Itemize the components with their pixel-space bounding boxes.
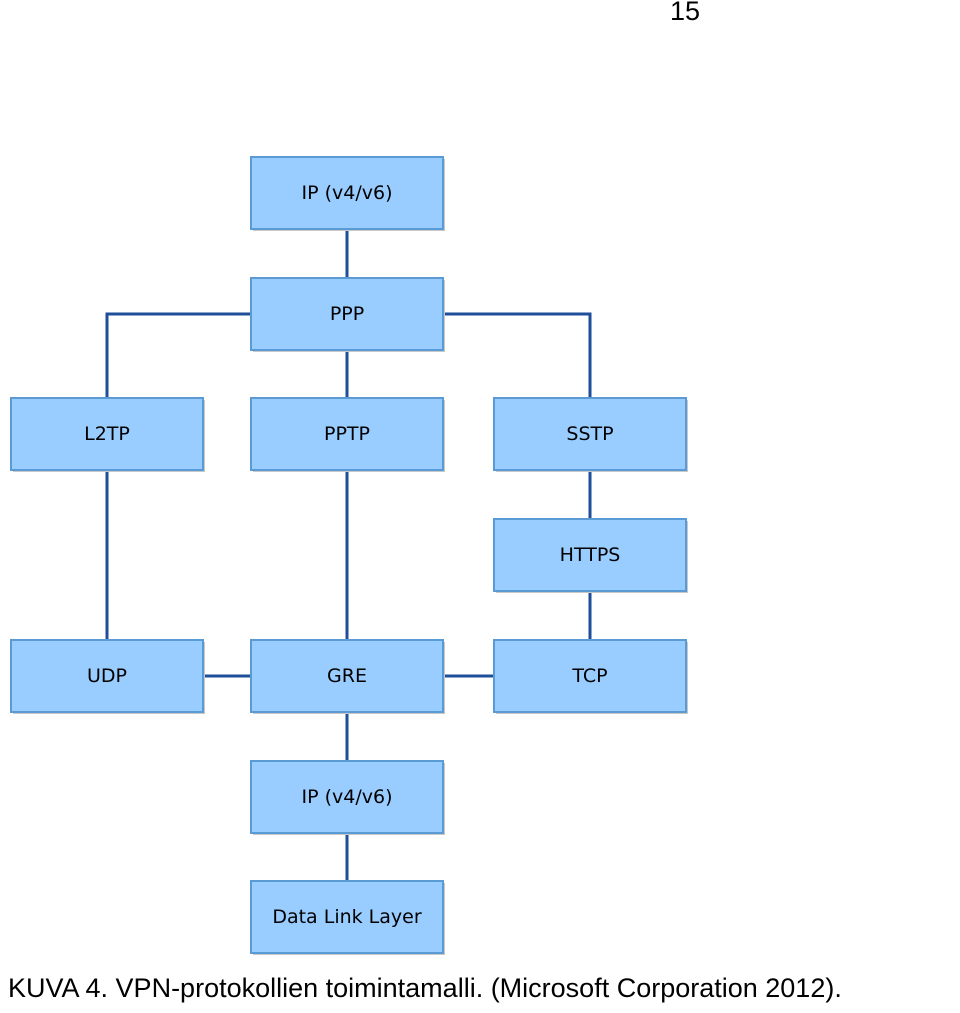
box-label-udp: UDP <box>87 665 127 687</box>
box-ppp: PPP <box>250 277 445 352</box>
box-sstp: SSTP <box>493 397 688 472</box>
box-ip-bottom: IP (v4/v6) <box>250 760 445 835</box>
box-pptp: PPTP <box>250 397 445 472</box>
box-label-pptp: PPTP <box>324 423 370 445</box>
box-rect <box>250 397 444 471</box>
box-label-sstp: SSTP <box>566 423 613 445</box>
box-udp: UDP <box>10 639 205 714</box>
box-label-tcp: TCP <box>571 665 607 687</box>
box-label-gre: GRE <box>327 665 367 687</box>
box-rect <box>493 639 687 713</box>
box-https: HTTPS <box>493 518 688 593</box>
box-rect <box>493 397 687 471</box>
box-rect <box>250 760 444 834</box>
box-rect <box>493 518 687 592</box>
vpn-protocol-diagram: IP (v4/v6) PPP L2TP PPTP SSTP HTTPS UDP GRE TCP I… <box>10 156 688 955</box>
figure-caption: KUVA 4. VPN-protokollien toimintamalli. … <box>8 973 842 1003</box>
box-rect <box>250 639 444 713</box>
box-rect <box>10 397 204 471</box>
box-rect <box>250 277 444 351</box>
connector-ppp-to-l2tp <box>105 312 251 398</box>
box-rect <box>250 880 444 954</box>
box-label-ip-bottom: IP (v4/v6) <box>302 786 393 808</box>
box-rect <box>10 639 204 713</box>
box-l2tp: L2TP <box>10 397 205 472</box>
box-label-l2tp: L2TP <box>84 423 130 445</box>
connector-ppp-to-sstp <box>443 312 592 398</box>
protocol-boxes: IP (v4/v6) PPP L2TP PPTP SSTP HTTPS UDP GRE TCP I… <box>10 156 688 955</box>
box-tcp: TCP <box>493 639 688 714</box>
box-label-data-link: Data Link Layer <box>272 906 422 928</box>
box-gre: GRE <box>250 639 445 714</box>
box-ip-top: IP (v4/v6) <box>250 156 445 231</box>
box-label-https: HTTPS <box>560 544 621 566</box>
box-rect <box>250 156 444 230</box>
box-label-ip-top: IP (v4/v6) <box>302 182 393 204</box>
box-data-link: Data Link Layer <box>250 880 445 955</box>
box-label-ppp: PPP <box>330 303 364 325</box>
page-number: 15 <box>669 0 700 26</box>
